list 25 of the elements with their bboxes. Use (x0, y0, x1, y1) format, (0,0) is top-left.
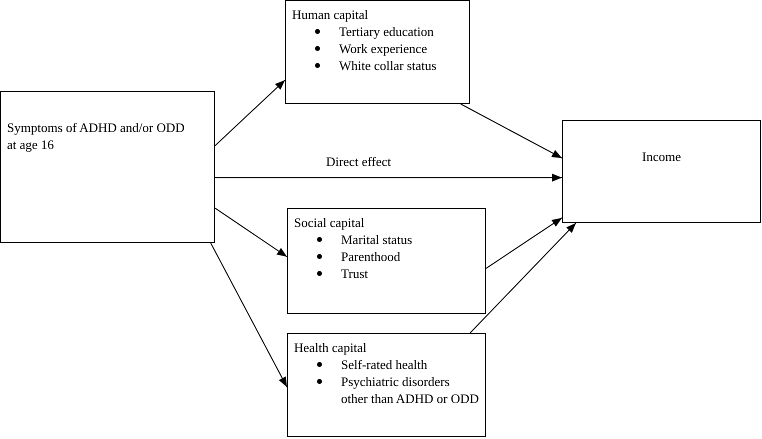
concept-box (287, 208, 486, 314)
bullet-item: Trust (341, 265, 368, 282)
concept-box (562, 120, 761, 223)
bullet-item: White collar status (339, 57, 436, 74)
arrow (214, 80, 286, 146)
bullet-item: Parenthood (341, 248, 400, 265)
bullet-item: Tertiary education (339, 23, 434, 40)
bullet-item: Self-rated health (341, 356, 428, 373)
arrow (460, 104, 562, 159)
bullet-item: Marital status (341, 231, 412, 248)
concept-box (285, 0, 470, 104)
bullet-item: Psychiatric disorders other than ADHD or ODD (341, 373, 479, 407)
box-heading: Income (641, 148, 682, 165)
concept-box (287, 333, 486, 437)
box-heading: Human capital (292, 6, 370, 23)
arrow (210, 242, 288, 388)
box-heading: Health capital (294, 339, 368, 356)
arrow (486, 217, 562, 269)
arrow (470, 222, 576, 334)
concept-box (0, 91, 215, 243)
arrow (214, 208, 288, 258)
arrow (214, 174, 562, 182)
box-heading: Symptoms of ADHD and/or ODD at age 16 (7, 119, 186, 153)
box-heading: Social capital (294, 214, 366, 231)
bullet-item: Work experience (339, 40, 428, 57)
